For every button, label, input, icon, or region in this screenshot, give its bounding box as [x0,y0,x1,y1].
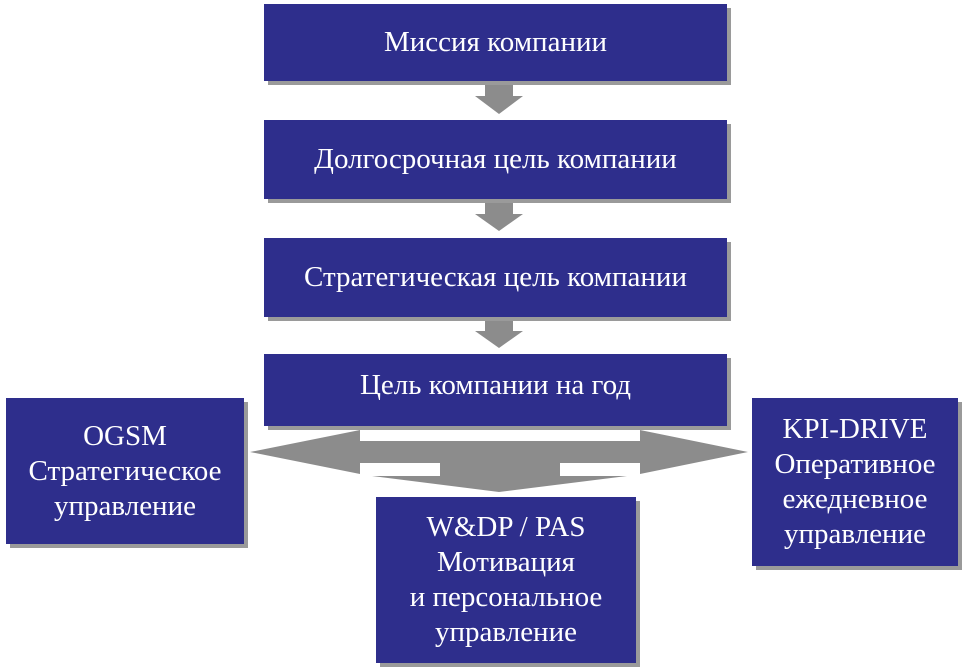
down-arrow-1 [475,82,523,114]
three-way-arrow [250,430,748,492]
kpi-line-1: KPI-DRIVE [782,413,928,445]
kpi-line-3: ежедневное [782,483,928,515]
strategic-goal-label: Стратегическая цель компании [304,261,687,293]
wdp-pas-box: W&DP / PAS Мотивация и персональное упра… [376,497,636,663]
strategic-goal-box: Стратегическая цель компании [264,238,727,317]
long-term-goal-label: Долгосрочная цель компании [314,143,677,175]
wdp-line-3: и персональное [409,581,603,613]
annual-goal-label: Цель компании на год [359,369,632,401]
long-term-goal-box: Долгосрочная цель компании [264,120,727,199]
wdp-line-1: W&DP / PAS [426,511,586,543]
ogsm-box: OGSM Стратегическое управление [6,398,244,544]
wdp-line-2: Мотивация [437,546,575,578]
annual-goal-box: Цель компании на год [264,354,727,426]
mission-label: Миссия компании [383,26,608,58]
ogsm-line-2: Стратегическое [28,454,222,487]
mission-box: Миссия компании [264,4,727,81]
ogsm-line-1: OGSM [83,419,167,452]
down-arrow-3 [475,318,523,348]
kpi-line-2: Оперативное [774,448,936,480]
down-arrow-2 [475,201,523,231]
kpi-drive-box: KPI-DRIVE Оперативное ежедневное управле… [752,398,958,566]
ogsm-line-3: управление [54,489,196,522]
wdp-line-4: управление [435,616,577,648]
kpi-line-4: управление [784,518,926,550]
